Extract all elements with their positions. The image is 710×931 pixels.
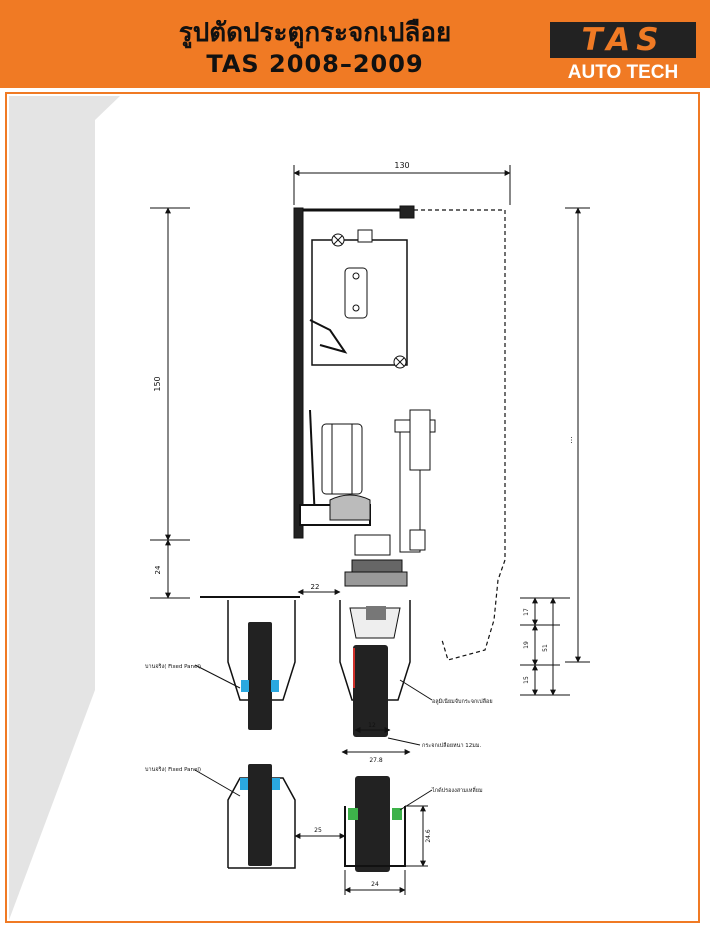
dimension-right-far <box>565 207 590 663</box>
dim-label-top-width: 130 <box>394 161 409 170</box>
leader-panel-lower <box>194 769 241 797</box>
head-rail <box>293 205 506 661</box>
dim-label-inner-278: 27.8 <box>369 757 383 764</box>
dim-label-left-small: 24 <box>154 565 162 574</box>
leader-panel-upper <box>194 664 241 689</box>
brand-logo: TAS <box>550 22 696 58</box>
leader-glass <box>387 737 421 746</box>
dimension-right-stack <box>520 597 570 696</box>
leader-clamp <box>399 679 433 701</box>
page-title: รูปตัดประตูกระจกเปลือย <box>178 18 452 48</box>
callout-panel-upper: บานจริง( Fixed Panel) <box>145 663 201 670</box>
dim-label-inner-12: 12 <box>368 722 376 729</box>
guide-channel <box>344 776 406 872</box>
content-frame <box>5 92 700 923</box>
dim-label-left-height: 150 <box>153 376 162 391</box>
dim-label-right-1: 17 <box>523 608 530 616</box>
dim-label-right-2: 19 <box>523 641 530 649</box>
dim-label-gap-top: 22 <box>311 583 320 591</box>
fixed-panel-lower <box>227 764 296 869</box>
logo-text: TAS <box>581 22 665 58</box>
leader-guide <box>399 789 433 811</box>
gray-background-panel <box>9 96 120 920</box>
sliding-door-channel <box>339 600 411 737</box>
callout-aluminium-clamp: อลูมิเนียมจับกระจกเปลือย <box>432 698 493 705</box>
callout-glass-thickness: กระจกเปลือยหนา 12มม. <box>422 742 482 749</box>
callout-guide-pad: ไกด์ปรองงสามเหลี่ยม <box>431 786 483 794</box>
dim-label-right-far: ... <box>565 436 574 444</box>
fixed-panel-upper <box>227 600 296 730</box>
dim-label-bottom-height: 24.6 <box>425 829 432 843</box>
logo-subtitle: AUTO TECH <box>567 62 679 83</box>
callout-panel-lower: บานจริง( Fixed Panel) <box>145 766 201 773</box>
dim-label-bottom-gap: 25 <box>314 827 322 834</box>
dimension-left-height <box>150 207 190 599</box>
page-subtitle: TAS 2008–2009 <box>206 50 424 78</box>
dimension-top-width <box>293 165 511 205</box>
dim-label-right-total: 51 <box>542 644 549 652</box>
dim-label-bottom-width: 24 <box>371 881 379 888</box>
dim-label-right-3: 15 <box>523 676 530 684</box>
